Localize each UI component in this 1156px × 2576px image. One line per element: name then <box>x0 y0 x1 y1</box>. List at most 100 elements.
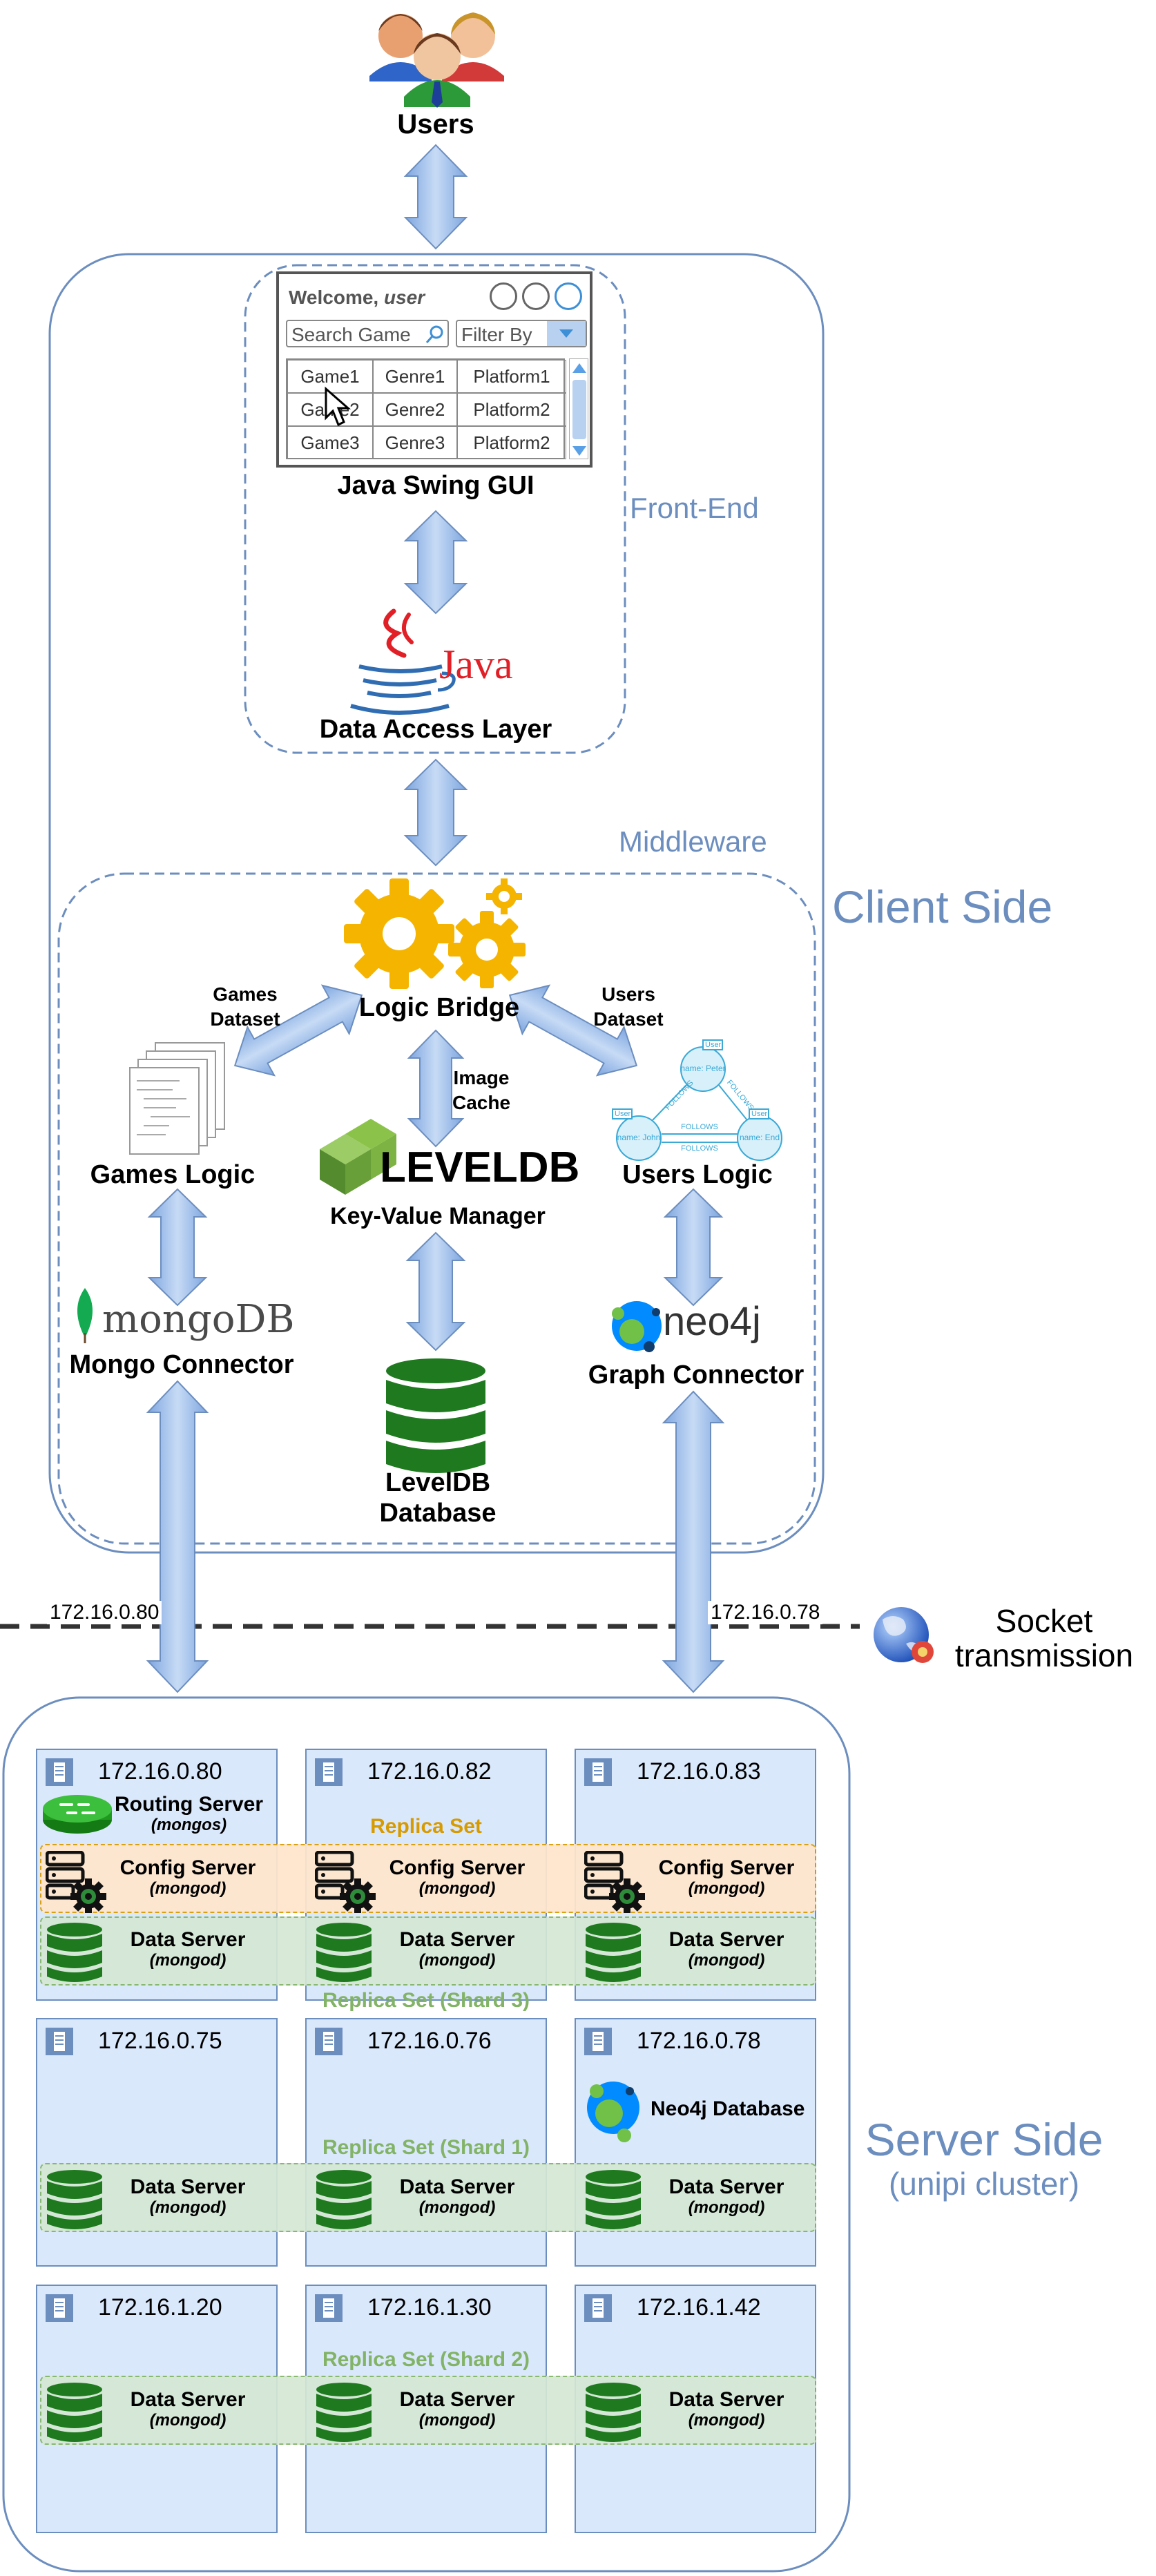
gui-search-placeholder: Search Game <box>291 324 411 345</box>
client-side-region <box>48 253 825 1554</box>
arrow-bridge-leveldb <box>407 1029 465 1148</box>
shard2-replica-strip <box>40 2376 816 2445</box>
data-server-label: Data Server(mongod) <box>130 2175 246 2218</box>
data-server-label: Data Server(mongod) <box>668 1928 784 1970</box>
users-label: Users <box>397 109 474 140</box>
gui-search-input[interactable]: Search Game <box>286 320 449 347</box>
documents-icon <box>129 1042 225 1155</box>
client-side-label: Client Side <box>832 881 1053 932</box>
chevron-down-icon <box>547 321 586 346</box>
graph-tag: User <box>705 1041 722 1049</box>
mongodb-leaf-icon <box>77 1288 93 1343</box>
middleware-region <box>57 872 816 1545</box>
config-server-label: Config Server(mongod) <box>119 1856 256 1899</box>
config-server-icon <box>315 1851 376 1913</box>
front-end-label: Front-End <box>630 492 759 524</box>
neo4j-database-label: Neo4j Database <box>651 2097 805 2120</box>
graph-node-end: name: End <box>739 1133 780 1142</box>
graph-node-peter: name: Peter <box>680 1064 726 1073</box>
data-server-label: Data Server(mongod) <box>668 2175 784 2218</box>
config-server-label: Config Server(mongod) <box>658 1856 795 1899</box>
gui-scrollbar[interactable] <box>569 358 588 459</box>
server-ip: 172.16.1.30 <box>367 2294 492 2320</box>
shard2-label: Replica Set (Shard 2) <box>322 2348 530 2371</box>
middleware-label: Middleware <box>619 825 767 858</box>
server-icon <box>315 2294 343 2322</box>
graph-tag: User <box>615 1110 631 1118</box>
arrow-mongo-cluster <box>146 1380 209 1693</box>
socket-globe-icon <box>874 1607 934 1663</box>
gui-minimize-button[interactable] <box>490 282 517 310</box>
socket-ip-right: 172.16.0.78 <box>708 1601 823 1624</box>
arrow-java-bridge <box>403 758 468 867</box>
shard3-replica-strip <box>40 1916 816 1986</box>
gui-table-cell[interactable]: Genre3 <box>373 426 457 459</box>
users-icon <box>369 12 504 108</box>
neo4j-database-icon <box>587 2082 639 2142</box>
server-ip: 172.16.0.80 <box>98 1758 222 1785</box>
gui-maximize-button[interactable] <box>522 282 550 310</box>
shard1-replica-strip <box>40 2163 816 2232</box>
server-ip: 172.16.0.76 <box>367 2028 492 2054</box>
arrow-users-neo4j <box>663 1188 724 1307</box>
replica-set-label: Replica Set <box>370 1815 482 1838</box>
config-server-icon <box>46 1851 106 1913</box>
gui-table-cell[interactable]: Platform2 <box>457 426 566 459</box>
routing-server-label: Routing Server(mongos) <box>115 1793 264 1835</box>
server-icon <box>315 2028 343 2055</box>
server-icon <box>584 1758 612 1786</box>
logic-bridge-gears-icon <box>344 878 526 989</box>
graph-node-john: name: John <box>617 1133 661 1142</box>
gui-user-text: user <box>383 287 425 308</box>
gui-table-cell[interactable]: Platform2 <box>457 393 566 426</box>
neo4j-logo-text: neo4j <box>663 1299 761 1344</box>
database-icon <box>316 2170 372 2229</box>
gui-table-cell[interactable]: Genre2 <box>373 393 457 426</box>
config-server-label: Config Server(mongod) <box>389 1856 526 1899</box>
mouse-cursor-icon <box>325 386 351 427</box>
java-swing-gui-window: Welcome, user Search Game Filter By Game… <box>276 271 593 468</box>
users-logic-label: Users Logic <box>622 1160 773 1189</box>
gui-table-cell[interactable]: Platform1 <box>457 360 566 393</box>
arrow-users-gui <box>403 144 468 250</box>
config-replica-strip <box>40 1844 816 1913</box>
database-icon <box>586 2170 641 2229</box>
data-server-label: Data Server(mongod) <box>399 2175 515 2218</box>
arrow-gui-java <box>403 510 468 615</box>
data-access-layer-label: Data Access Layer <box>319 715 552 744</box>
neo4j-logo-icon <box>612 1301 662 1352</box>
gui-table-cell[interactable]: Genre1 <box>373 360 457 393</box>
games-logic-label: Games Logic <box>90 1160 256 1189</box>
server-side-region <box>2 1696 851 2573</box>
graph-connector-label: Graph Connector <box>588 1361 805 1390</box>
gui-filter-label: Filter By <box>461 324 532 345</box>
arrow-neo4j-cluster <box>662 1390 725 1693</box>
server-side-sublabel: (unipi cluster) <box>888 2166 1080 2202</box>
front-end-region <box>244 264 626 754</box>
gui-close-button[interactable] <box>555 282 582 310</box>
leveldb-database-icon <box>386 1358 485 1473</box>
gui-filter-dropdown[interactable]: Filter By <box>456 320 587 347</box>
leveldb-logo-text: LEVELDB <box>380 1144 580 1191</box>
users-graph-icon <box>612 1039 782 1161</box>
arrow-bridge-users <box>508 984 638 1077</box>
server-ip: 172.16.0.75 <box>98 2028 222 2054</box>
database-icon <box>586 1923 641 1982</box>
mongodb-logo-text: mongoDB <box>102 1297 295 1342</box>
server-icon <box>46 2028 73 2055</box>
search-icon <box>425 325 443 343</box>
arrow-manager-db <box>405 1231 466 1352</box>
config-server-icon <box>584 1851 645 1913</box>
gui-table-cell[interactable]: Game3 <box>287 426 373 459</box>
database-icon <box>316 2383 372 2442</box>
java-swing-gui-label: Java Swing GUI <box>337 471 534 500</box>
java-logo-text: Java <box>439 642 513 687</box>
database-icon <box>586 2383 641 2442</box>
